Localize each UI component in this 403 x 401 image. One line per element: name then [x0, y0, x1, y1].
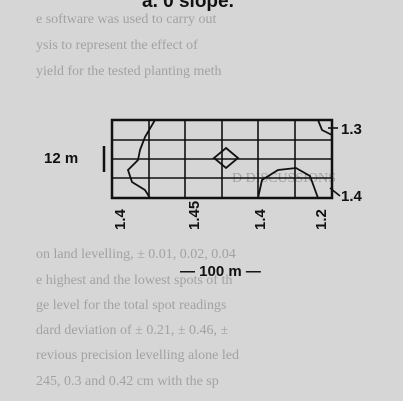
- right-label: 1.4: [341, 188, 363, 205]
- width-label: 12 m: [44, 150, 79, 167]
- length-label: — 100 m —: [180, 263, 261, 280]
- bottom-contour-labels: 1.4 1.45 1.4 1.2: [112, 201, 330, 230]
- background-text-line: ge level for the total spot readings: [36, 299, 227, 313]
- background-text-line: revious precision levelling alone led: [36, 349, 239, 363]
- contour-line-bottom-right: [257, 167, 319, 199]
- contour-line-top-right: [317, 119, 333, 136]
- bottom-label: 1.2: [313, 209, 330, 230]
- bottom-label: 1.45: [186, 201, 203, 230]
- contour-lines: [126, 119, 333, 199]
- bottom-label: 1.4: [252, 208, 269, 230]
- background-text-line: yield for the tested planting meth: [36, 65, 222, 79]
- figure-caption: a. 0 slope.: [142, 0, 234, 12]
- background-text-line: on land levelling, ± 0.01, 0.02, 0.04: [36, 248, 236, 262]
- contour-line-left: [126, 119, 156, 199]
- right-leaders: [328, 127, 341, 197]
- right-label: 1.3: [341, 121, 362, 138]
- background-text-line: ysis to represent the effect of: [36, 39, 198, 53]
- grid-lines: [112, 120, 332, 198]
- leader-line: [329, 187, 341, 197]
- bottom-label: 1.4: [112, 208, 129, 230]
- contour-diamond: [212, 146, 240, 170]
- background-text-line: 245, 0.3 and 0.42 cm with the sp: [36, 375, 219, 389]
- background-text-line: dard deviation of ± 0.21, ± 0.46, ±: [36, 324, 229, 338]
- background-text-line: e highest and the lowest spots of th: [36, 274, 233, 288]
- background-text-line: e software was used to carry out: [36, 13, 217, 27]
